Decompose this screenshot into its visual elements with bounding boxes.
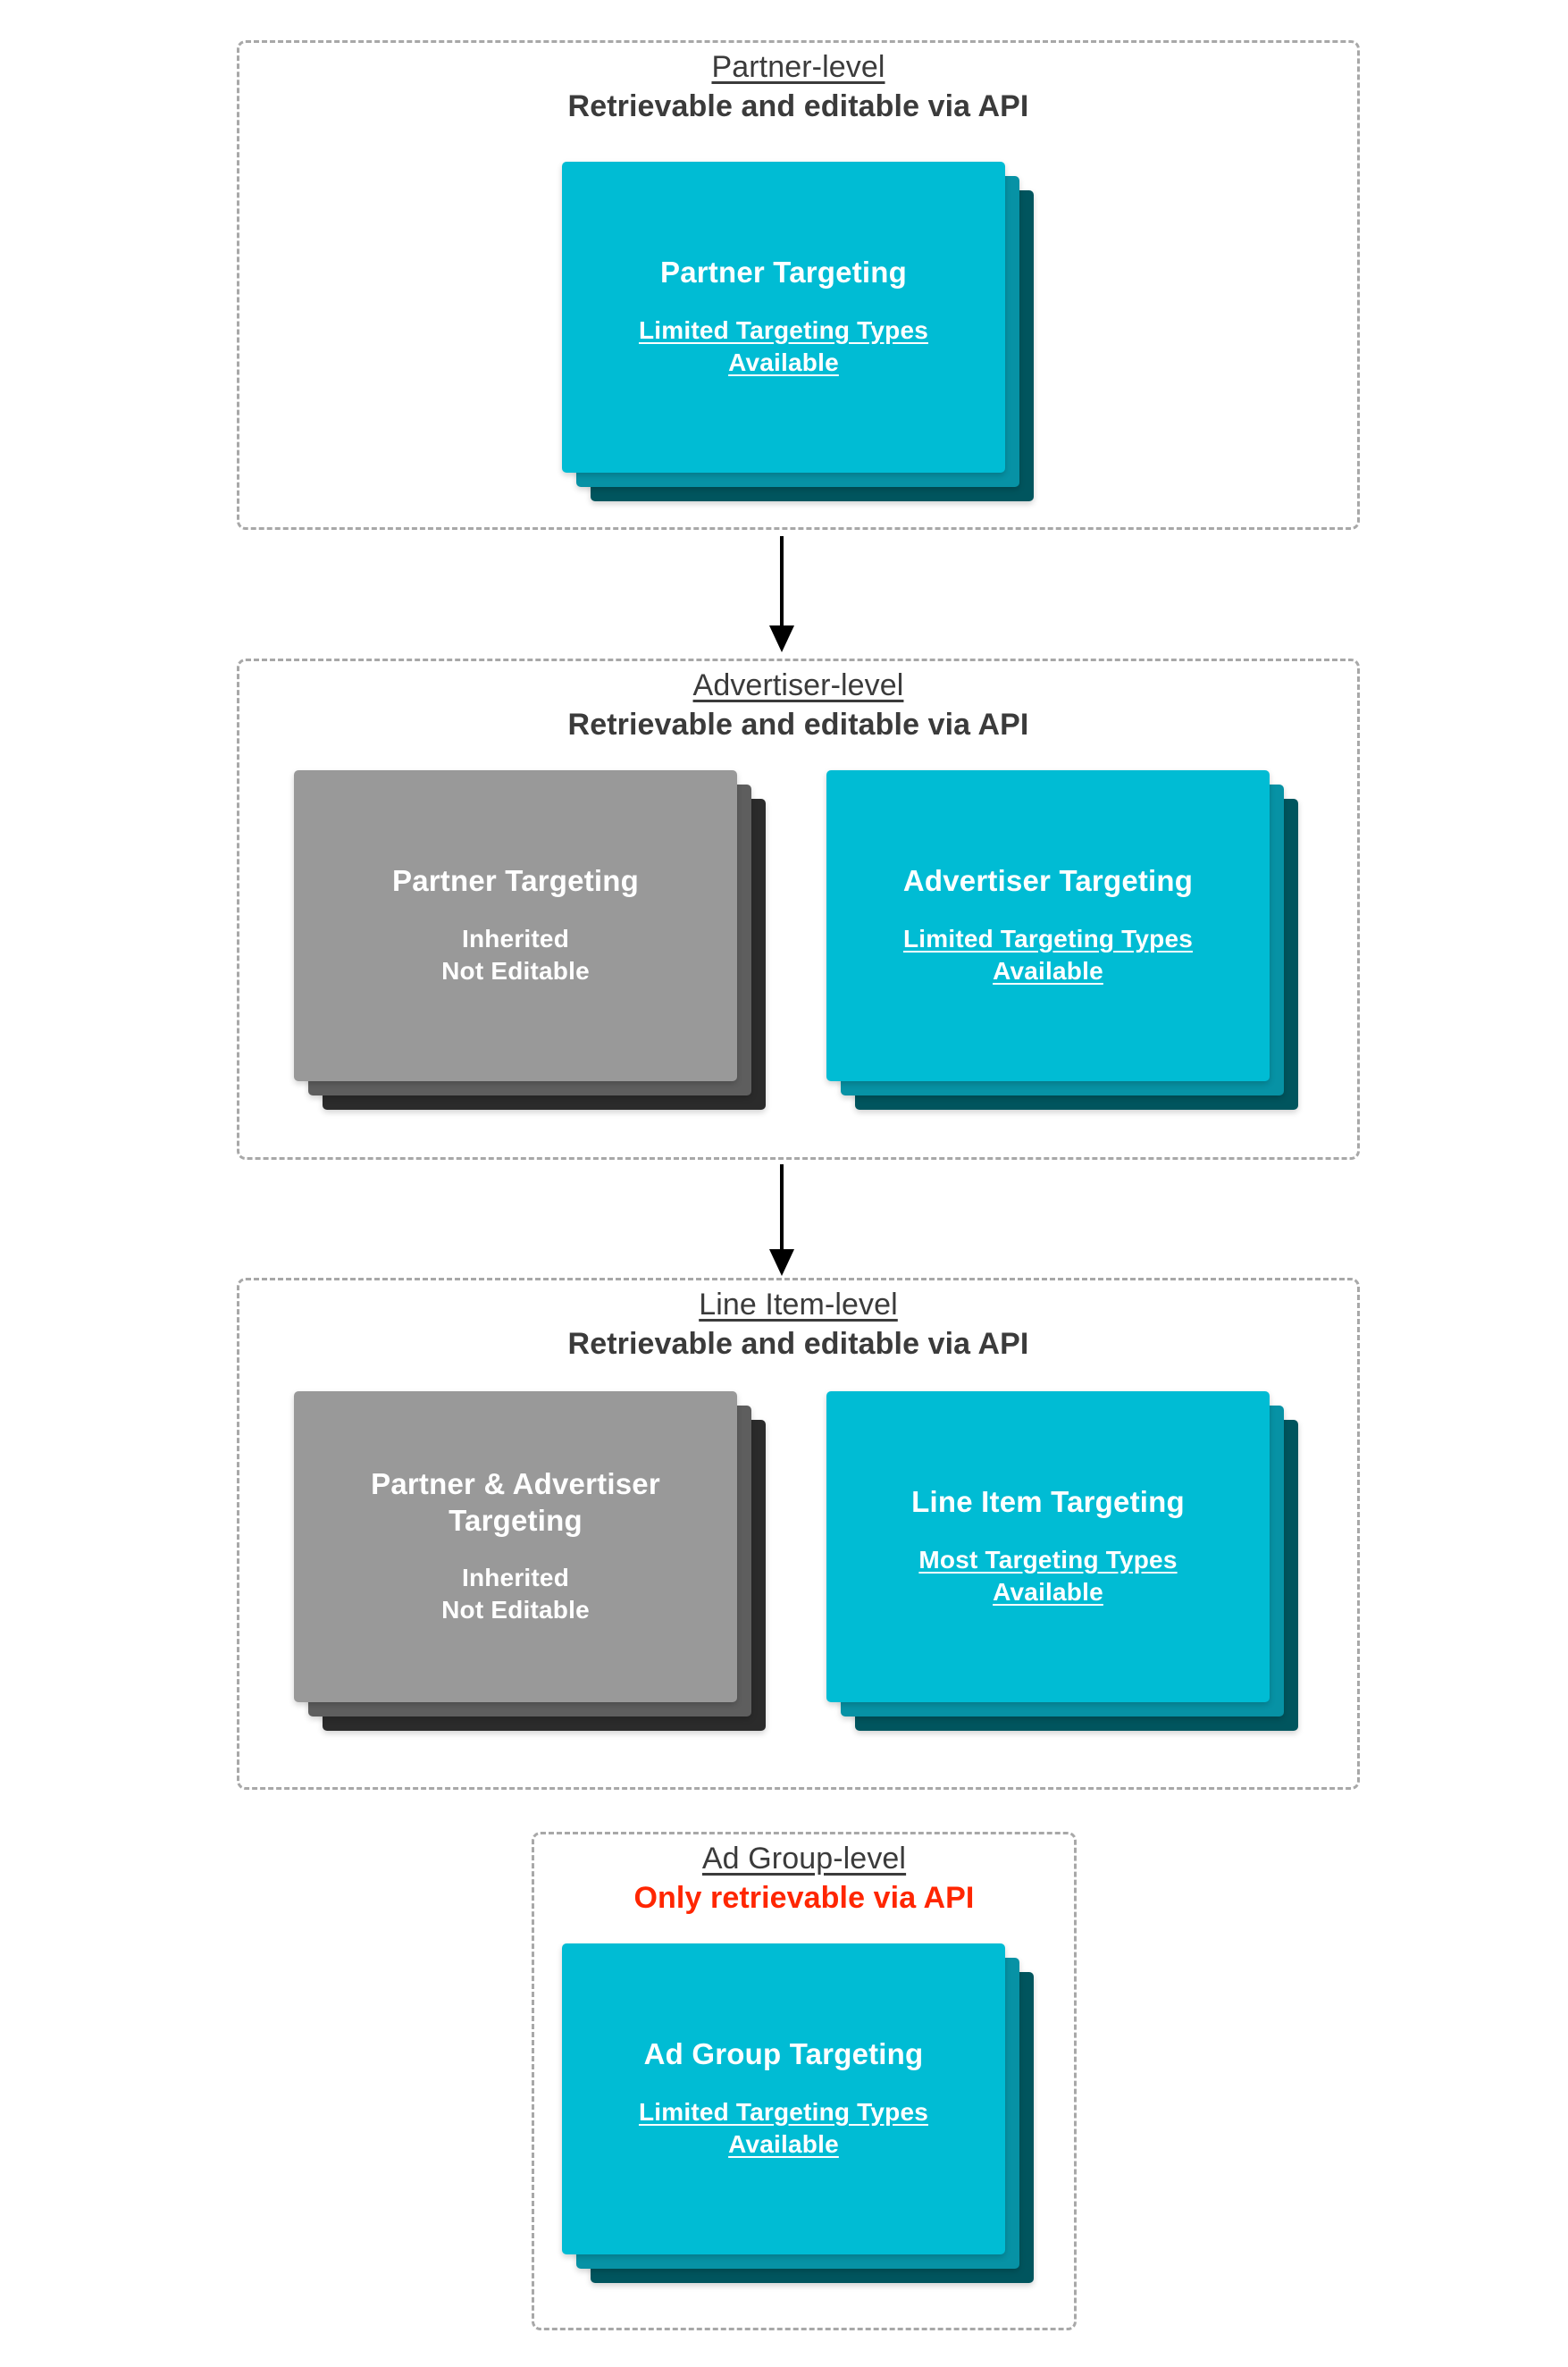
card-note: Most Targeting Types Available [918, 1545, 1178, 1607]
card-inherited-partner-targeting[interactable]: Partner Targeting Inherited Not Editable [294, 770, 737, 1081]
card-advertiser-targeting[interactable]: Advertiser Targeting Limited Targeting T… [826, 770, 1270, 1081]
card-note: Limited Targeting Types Available [902, 924, 1194, 986]
level-box-line-item [237, 1278, 1360, 1790]
connector-shaft [780, 536, 784, 625]
card-note: Limited Targeting Types Available [638, 315, 929, 377]
card-title: Advertiser Targeting [902, 864, 1194, 898]
card-note: Limited Targeting Types Available [638, 2097, 929, 2159]
connector-arrowhead [769, 625, 794, 652]
connector-shaft [780, 1164, 784, 1249]
card-stack-advertiser-inherited[interactable]: Partner Targeting Inherited Not Editable [294, 770, 766, 1110]
card-title: Line Item Targeting [911, 1485, 1185, 1519]
card-ad-group-targeting[interactable]: Ad Group Targeting Limited Targeting Typ… [562, 1943, 1005, 2254]
card-note: Inherited Not Editable [441, 924, 590, 986]
card-title: Partner Targeting [659, 256, 907, 290]
card-stack-line-item-targeting[interactable]: Line Item Targeting Most Targeting Types… [826, 1391, 1298, 1731]
card-note: Inherited Not Editable [441, 1563, 590, 1624]
card-stack-partner-targeting[interactable]: Partner Targeting Limited Targeting Type… [562, 162, 1034, 501]
level-box-partner [237, 40, 1360, 530]
connector-arrowhead [769, 1249, 794, 1276]
connector-advertiser-to-line-item [764, 1164, 800, 1276]
card-inherited-partner-advertiser-targeting[interactable]: Partner & Advertiser Targeting Inherited… [294, 1391, 737, 1702]
card-line-item-targeting[interactable]: Line Item Targeting Most Targeting Types… [826, 1391, 1270, 1702]
card-title: Ad Group Targeting [643, 2037, 924, 2071]
card-title: Partner Targeting [391, 864, 639, 898]
connector-partner-to-advertiser [764, 536, 800, 652]
level-box-advertiser [237, 659, 1360, 1160]
card-partner-targeting[interactable]: Partner Targeting Limited Targeting Type… [562, 162, 1005, 473]
card-stack-line-item-inherited[interactable]: Partner & Advertiser Targeting Inherited… [294, 1391, 766, 1731]
card-stack-ad-group-targeting[interactable]: Ad Group Targeting Limited Targeting Typ… [562, 1943, 1034, 2283]
level-box-ad-group [532, 1832, 1077, 2330]
card-stack-advertiser-targeting[interactable]: Advertiser Targeting Limited Targeting T… [826, 770, 1298, 1110]
card-title: Partner & Advertiser Targeting [371, 1467, 660, 1537]
